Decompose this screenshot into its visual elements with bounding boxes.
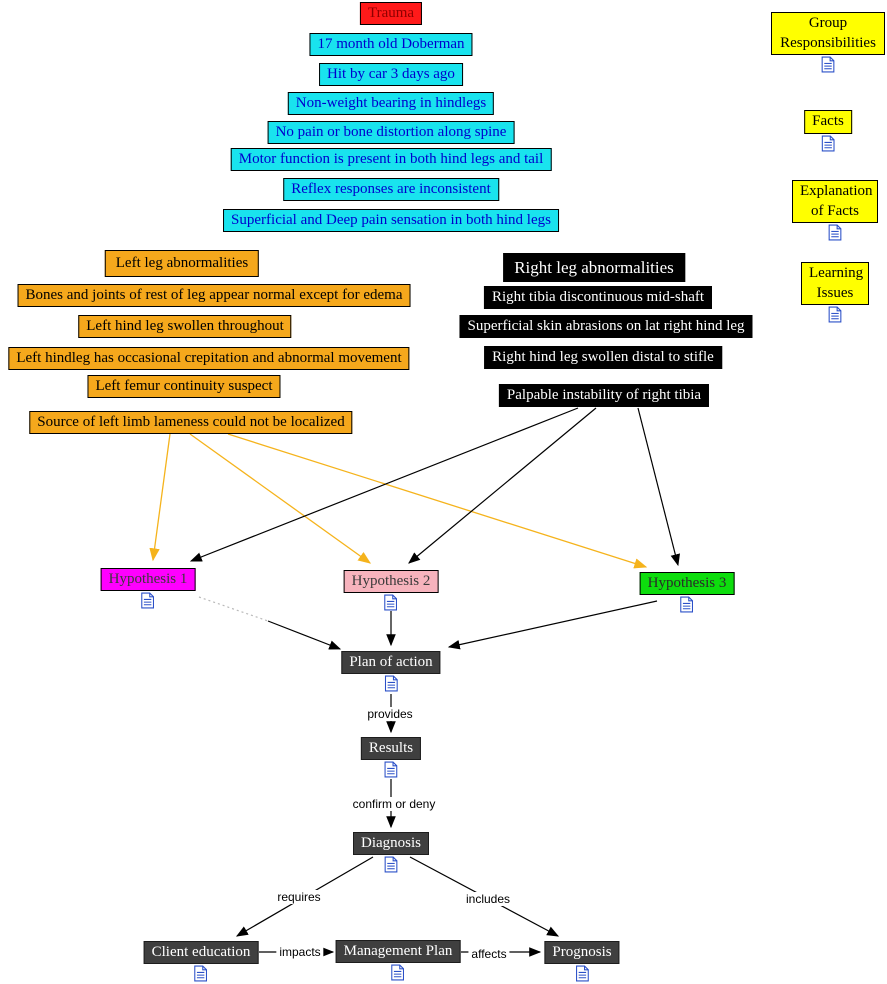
node-right-leg-abnormalities[interactable]: Right leg abnormalities bbox=[503, 253, 685, 283]
node-learning-issues[interactable]: Learning Issues bbox=[801, 262, 869, 305]
node-right-tibia[interactable]: Right tibia discontinuous mid-shaft bbox=[483, 286, 713, 309]
node-left-leg-abnormalities[interactable]: Left leg abnormalities bbox=[104, 250, 260, 277]
node-plan-of-action[interactable]: Plan of action bbox=[341, 651, 441, 674]
node-management-plan[interactable]: Management Plan bbox=[335, 940, 461, 963]
node-diagnosis[interactable]: Diagnosis bbox=[353, 832, 429, 855]
node-no-pain-spine[interactable]: No pain or bone distortion along spine bbox=[267, 121, 515, 144]
node-pain-sensation[interactable]: Superficial and Deep pain sensation in b… bbox=[223, 209, 559, 232]
document-resource-icon[interactable] bbox=[384, 761, 398, 778]
node-prognosis[interactable]: Prognosis bbox=[544, 941, 620, 964]
node-non-weight-bearing[interactable]: Non-weight bearing in hindlegs bbox=[287, 92, 495, 115]
link-label-confirm-or-deny[interactable]: confirm or deny bbox=[349, 797, 439, 811]
document-resource-icon[interactable] bbox=[680, 596, 694, 613]
client-education-group: Client education bbox=[143, 941, 259, 982]
document-resource-icon[interactable] bbox=[821, 56, 835, 73]
node-client-education[interactable]: Client education bbox=[143, 941, 259, 964]
node-facts[interactable]: Facts bbox=[804, 110, 852, 134]
black-links-hypotheses bbox=[198, 596, 658, 650]
document-resource-icon[interactable] bbox=[141, 592, 155, 609]
link-label-affects[interactable]: affects bbox=[468, 947, 510, 961]
document-resource-icon[interactable] bbox=[384, 594, 398, 611]
node-right-swollen[interactable]: Right hind leg swollen distal to stifle bbox=[484, 346, 722, 369]
node-palpable-instability[interactable]: Palpable instability of right tibia bbox=[498, 384, 710, 407]
node-reflex-responses[interactable]: Reflex responses are inconsistent bbox=[283, 178, 499, 201]
node-doberman[interactable]: 17 month old Doberman bbox=[309, 33, 473, 56]
black-links-evidence bbox=[189, 407, 680, 567]
node-results[interactable]: Results bbox=[360, 737, 422, 760]
group-responsibilities-group: Group Responsibilities bbox=[771, 12, 885, 73]
document-resource-icon[interactable] bbox=[384, 856, 398, 873]
node-left-swollen[interactable]: Left hind leg swollen throughout bbox=[78, 315, 292, 338]
explanation-of-facts-group: Explanation of Facts bbox=[792, 180, 878, 241]
document-resource-icon[interactable] bbox=[821, 135, 835, 152]
document-resource-icon[interactable] bbox=[391, 964, 405, 981]
node-hypothesis-3[interactable]: Hypothesis 3 bbox=[639, 572, 735, 595]
learning-issues-group: Learning Issues bbox=[801, 262, 869, 323]
link-label-provides[interactable]: provides bbox=[364, 707, 416, 721]
orange-links bbox=[149, 433, 648, 569]
node-left-femur[interactable]: Left femur continuity suspect bbox=[87, 375, 281, 398]
node-bones-joints[interactable]: Bones and joints of rest of leg appear n… bbox=[17, 284, 411, 307]
prognosis-group: Prognosis bbox=[544, 941, 620, 982]
document-resource-icon[interactable] bbox=[828, 224, 842, 241]
facts-group: Facts bbox=[804, 110, 852, 152]
link-label-requires[interactable]: requires bbox=[274, 890, 324, 904]
node-trauma[interactable]: Trauma bbox=[359, 2, 423, 25]
node-left-crepitation[interactable]: Left hindleg has occasional crepitation … bbox=[8, 347, 410, 370]
document-resource-icon[interactable] bbox=[194, 965, 208, 982]
node-hypothesis-1[interactable]: Hypothesis 1 bbox=[100, 568, 196, 591]
node-hypothesis-2[interactable]: Hypothesis 2 bbox=[343, 570, 439, 593]
node-motor-function[interactable]: Motor function is present in both hind l… bbox=[230, 148, 552, 171]
node-left-lameness[interactable]: Source of left limb lameness could not b… bbox=[29, 411, 353, 434]
link-label-includes[interactable]: includes bbox=[462, 892, 514, 906]
document-resource-icon[interactable] bbox=[828, 306, 842, 323]
document-resource-icon[interactable] bbox=[575, 965, 589, 982]
hypothesis-1-group: Hypothesis 1 bbox=[100, 568, 196, 609]
node-explanation-of-facts[interactable]: Explanation of Facts bbox=[792, 180, 878, 223]
black-links-process bbox=[235, 694, 560, 957]
hypothesis-3-group: Hypothesis 3 bbox=[639, 572, 735, 613]
results-group: Results bbox=[360, 737, 422, 778]
link-label-impacts[interactable]: impacts bbox=[276, 945, 324, 959]
management-plan-group: Management Plan bbox=[335, 940, 461, 981]
node-hit-by-car[interactable]: Hit by car 3 days ago bbox=[319, 63, 463, 86]
document-resource-icon[interactable] bbox=[384, 675, 398, 692]
node-skin-abrasions[interactable]: Superficial skin abrasions on lat right … bbox=[459, 315, 753, 338]
plan-of-action-group: Plan of action bbox=[341, 651, 441, 692]
diagnosis-group: Diagnosis bbox=[353, 832, 429, 873]
hypothesis-2-group: Hypothesis 2 bbox=[343, 570, 439, 611]
node-group-responsibilities[interactable]: Group Responsibilities bbox=[771, 12, 885, 55]
